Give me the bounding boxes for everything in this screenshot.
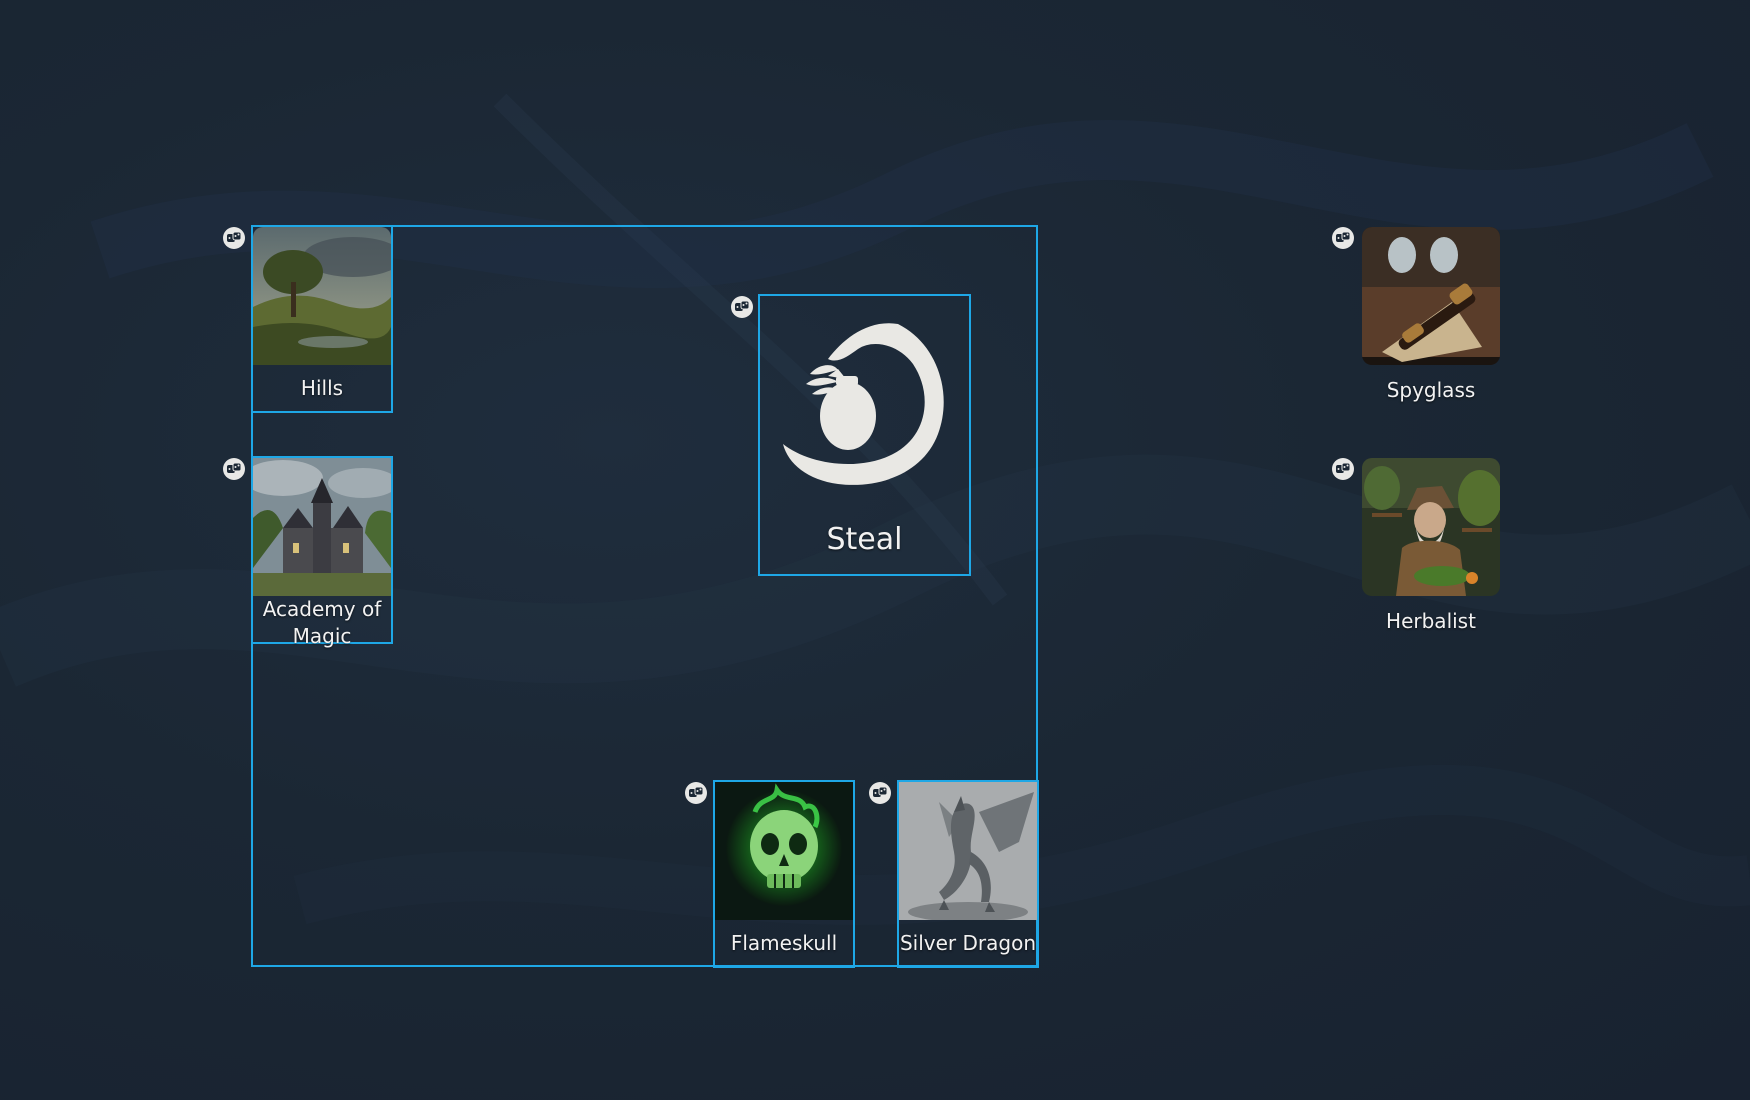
spyglass-art (1362, 227, 1500, 365)
dice-icon[interactable] (685, 782, 707, 804)
dragon-art (899, 782, 1037, 920)
card-label: Herbalist (1386, 609, 1476, 633)
hills-landscape-art (253, 227, 391, 365)
card-steal[interactable]: Steal (758, 294, 971, 576)
castle-art (253, 458, 391, 596)
card-label: Hills (300, 376, 344, 400)
dice-icon[interactable] (1332, 458, 1354, 480)
card-label: Academy of Magic (262, 597, 382, 648)
dice-icon[interactable] (869, 782, 891, 804)
card-academy-of-magic[interactable]: Academy of Magic (251, 456, 393, 648)
steal-hand-bag-icon (768, 304, 963, 499)
card-silver-dragon[interactable]: Silver Dragon (897, 780, 1039, 968)
herbalist-art (1362, 458, 1500, 596)
dice-icon[interactable] (1332, 227, 1354, 249)
card-hills[interactable]: Hills (251, 225, 393, 413)
card-flameskull[interactable]: Flameskull (713, 780, 855, 968)
card-label: Spyglass (1386, 378, 1476, 402)
dice-icon[interactable] (223, 227, 245, 249)
dice-icon[interactable] (731, 296, 753, 318)
card-herbalist[interactable]: Herbalist (1362, 458, 1500, 646)
card-label: Flameskull (730, 931, 838, 955)
card-label: Steal (826, 522, 903, 557)
card-label: Silver Dragon (899, 931, 1036, 955)
green-skull-art (715, 782, 853, 920)
dice-icon[interactable] (223, 458, 245, 480)
card-spyglass[interactable]: Spyglass (1362, 227, 1500, 415)
